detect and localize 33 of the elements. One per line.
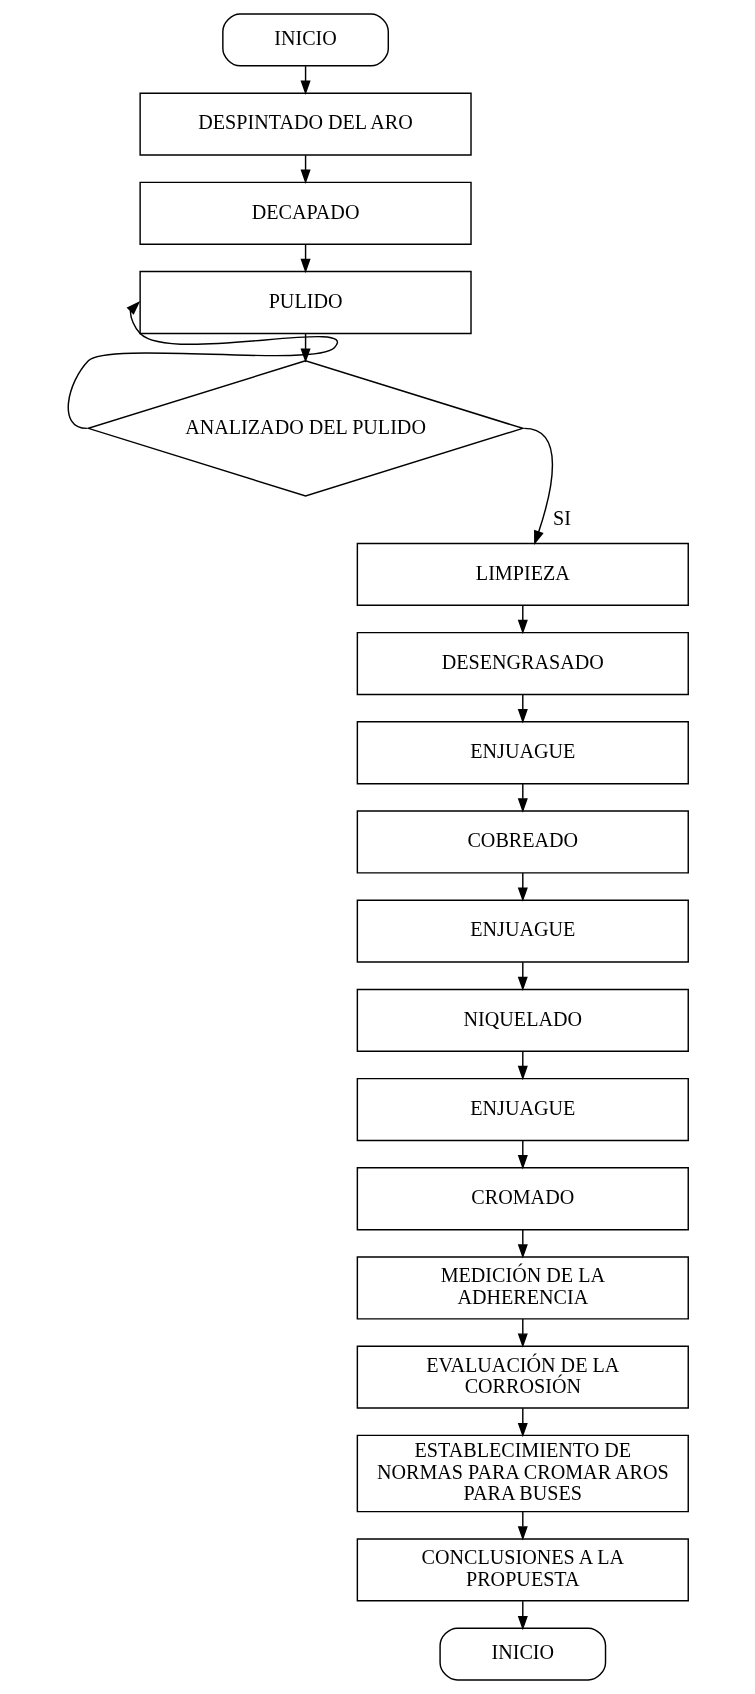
arrow bbox=[517, 1600, 528, 1631]
arrow bbox=[517, 961, 528, 992]
node-box: ESTABLECIMIENTO DE NORMAS PARA CROMAR AROS PARA BUSES bbox=[356, 1434, 689, 1513]
node-box: CROMADO bbox=[356, 1167, 689, 1231]
node-box: CONCLUSIONES A LA PROPUESTA bbox=[356, 1538, 689, 1602]
node-box: MEDICIÓN DE LA ADHERENCIA bbox=[356, 1256, 689, 1320]
node-box: DECAPADO bbox=[138, 181, 472, 245]
arrow bbox=[523, 427, 553, 546]
node-box: DESENGRASADO bbox=[356, 631, 689, 696]
node-box: ENJUAGUE bbox=[356, 721, 689, 785]
node-box: PULIDO bbox=[138, 270, 472, 335]
edge-label: SI bbox=[552, 507, 571, 530]
arrow bbox=[517, 694, 528, 724]
arrow bbox=[67, 300, 338, 430]
arrow bbox=[517, 1407, 528, 1438]
node-box: EVALUACIÓN DE LA CORROSIÓN bbox=[356, 1345, 689, 1409]
node-box: NIQUELADO bbox=[356, 988, 689, 1052]
node-box: ENJUAGUE bbox=[356, 1077, 689, 1142]
arrow bbox=[517, 872, 528, 902]
arrow bbox=[517, 1318, 528, 1348]
arrow bbox=[517, 1139, 528, 1170]
arrow bbox=[517, 1229, 528, 1259]
arrow bbox=[517, 1050, 528, 1081]
node-diamond: ANALIZADO DEL PULIDO bbox=[85, 360, 525, 497]
node-box: LIMPIEZA bbox=[356, 542, 689, 607]
node-box: INICIO bbox=[221, 13, 389, 67]
node-box: DESPINTADO DEL ARO bbox=[138, 92, 472, 156]
arrow bbox=[517, 604, 528, 635]
node-box: COBREADO bbox=[356, 810, 689, 874]
arrow bbox=[517, 783, 528, 813]
arrow bbox=[517, 1511, 528, 1541]
node-box: ENJUAGUE bbox=[356, 899, 689, 963]
node-box: INICIO bbox=[438, 1627, 606, 1681]
